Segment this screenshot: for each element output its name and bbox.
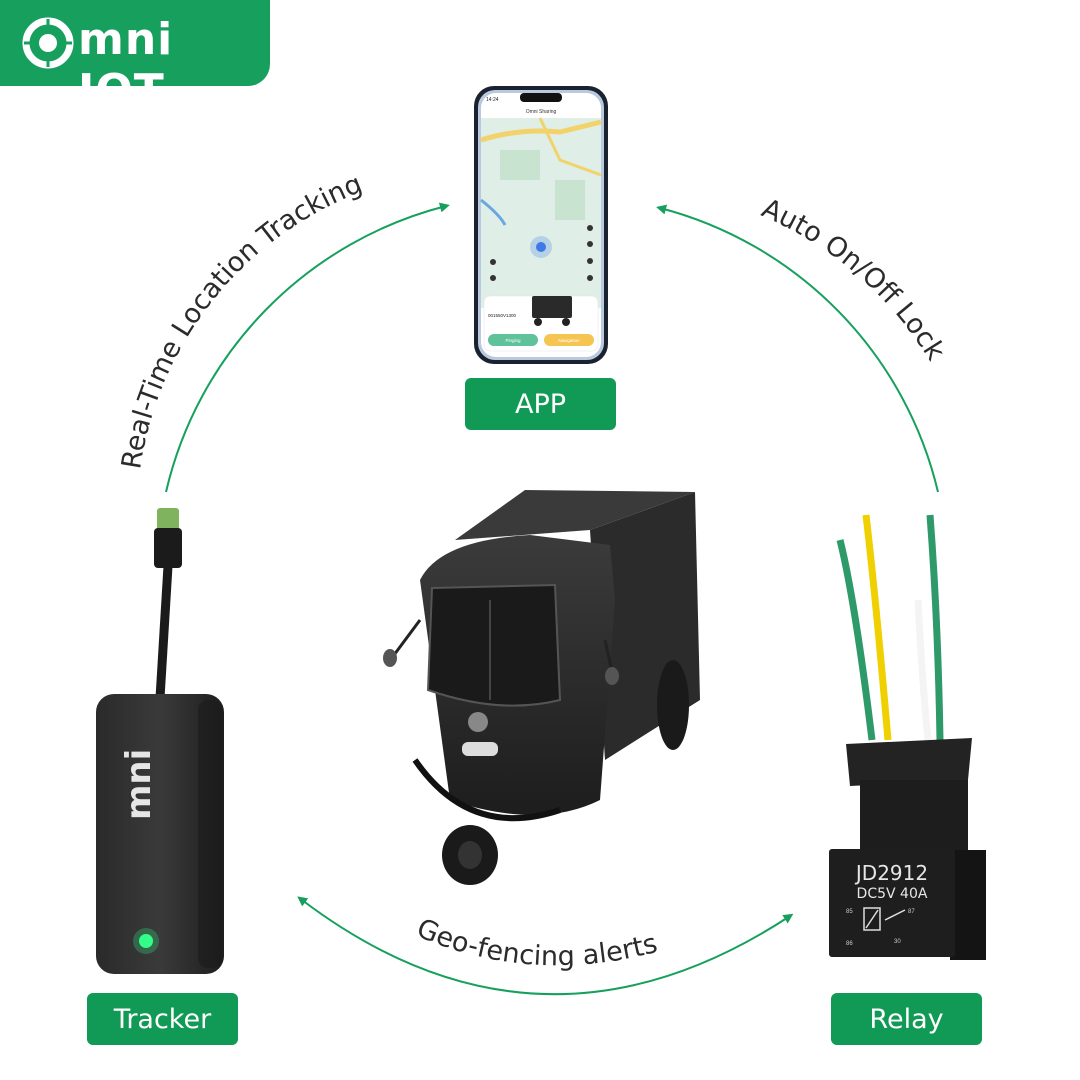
label-geo-fencing: Geo-fencing alerts <box>412 913 660 972</box>
phone-navigate-button[interactable] <box>544 334 594 346</box>
tracker-device: mni <box>96 508 224 974</box>
phone-ping-button[interactable] <box>488 334 538 346</box>
tracker-brand-text: mni <box>119 749 159 820</box>
relay-device: JD2912 DC5V 40A 85 86 87 30 <box>829 514 986 960</box>
svg-text:30: 30 <box>894 939 901 945</box>
label-real-time-tracking: Real-Time Location Tracking <box>116 168 366 471</box>
arrow-tracker-to-app <box>165 202 450 493</box>
arrow-tracker-relay <box>297 896 794 996</box>
brand-header: mni IOT <box>0 0 270 116</box>
relay-coil-icon <box>863 907 881 931</box>
tracker-led-icon <box>139 934 153 948</box>
phone-device: 14:24 Omni Sharing 001550V1300 Pinging N… <box>474 86 608 364</box>
phone-vehicle-id: 001550V1300 <box>488 313 517 318</box>
label-auto-lock: Auto On/Off Lock <box>757 193 951 366</box>
relay-rating-text: DC5V 40A <box>857 886 928 902</box>
svg-text:86: 86 <box>846 941 853 947</box>
phone-time: 14:24 <box>486 97 499 103</box>
phone-app-title: Omni Sharing <box>526 109 557 115</box>
cargo-vehicle <box>383 490 700 885</box>
node-label-app: APP <box>465 378 616 430</box>
svg-text:Navigation: Navigation <box>558 338 580 343</box>
arrow-relay-to-app <box>656 204 939 493</box>
svg-text:87: 87 <box>908 909 915 915</box>
relay-model-text: JD2912 <box>854 861 928 885</box>
omni-logo-icon <box>22 17 74 69</box>
svg-text:Pinging: Pinging <box>505 338 521 343</box>
node-label-tracker: Tracker <box>87 993 238 1045</box>
location-marker-icon <box>536 242 546 252</box>
node-label-relay: Relay <box>831 993 982 1045</box>
brand-name: mni IOT <box>78 14 174 116</box>
svg-text:85: 85 <box>846 909 853 915</box>
